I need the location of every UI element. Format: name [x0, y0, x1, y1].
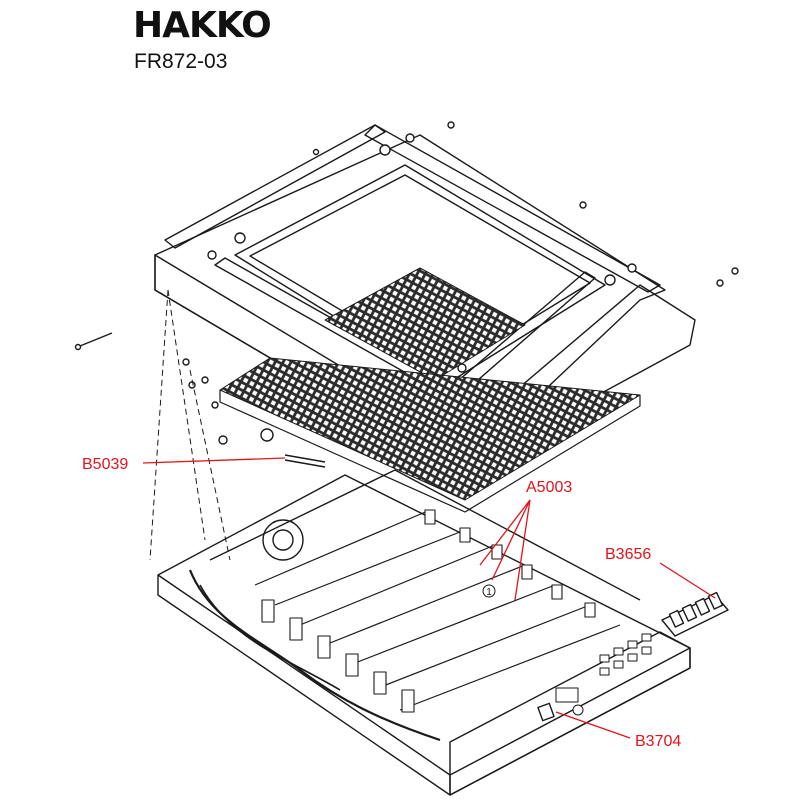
- callout-b5039: B5039: [82, 456, 128, 473]
- brand-logo: HAKKO: [133, 5, 272, 46]
- callout-leaders: [142, 457, 716, 739]
- assembly-lines: [149, 289, 231, 561]
- heater-tubes: [254, 509, 621, 711]
- inline-marker: 1: [482, 584, 496, 598]
- model-number: FR872-03: [134, 50, 228, 73]
- leader-b3704: [555, 711, 631, 739]
- connector: [537, 702, 555, 722]
- screws: [74, 121, 739, 445]
- inline-marker-label: 1: [486, 587, 492, 598]
- callout-a5003: A5003: [526, 479, 572, 496]
- leader-b3656: [659, 562, 716, 599]
- callout-b3656: B3656: [605, 546, 651, 563]
- lower-mesh-panel: [219, 357, 641, 501]
- leader-a5003-3: [514, 499, 531, 601]
- leader-b5039: [142, 457, 286, 464]
- base-chassis: [157, 469, 691, 796]
- callout-b3704: B3704: [635, 733, 681, 750]
- wiring: [188, 569, 441, 742]
- leader-a5003-1: [479, 499, 531, 566]
- upper-mesh-panel: [324, 267, 526, 381]
- leader-a5003-2: [491, 499, 531, 581]
- switch-block: [661, 591, 729, 637]
- control-panel: [449, 631, 691, 796]
- fan: [262, 519, 304, 561]
